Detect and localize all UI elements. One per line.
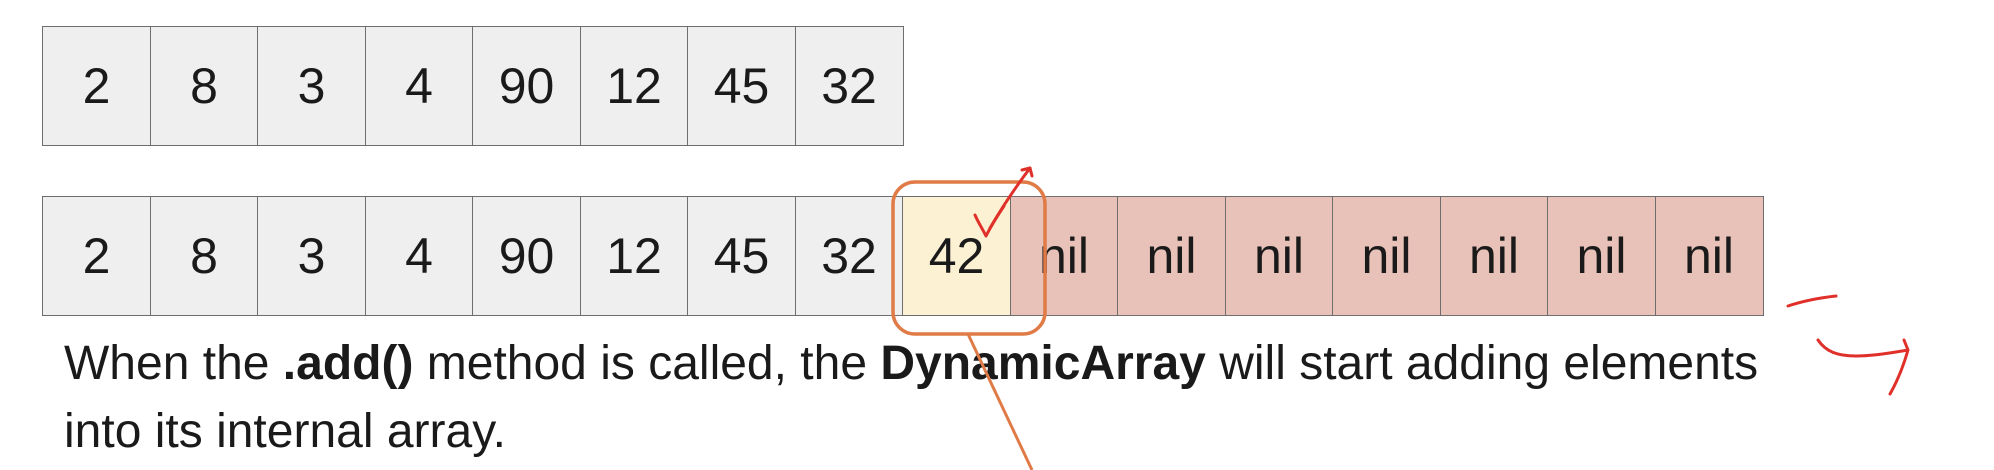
array-cell: 12 [579, 196, 689, 316]
caption-text: method is called, the [413, 337, 881, 390]
array-cell: 45 [687, 26, 796, 146]
caption-text: will start adding elements into its inte… [64, 337, 1759, 458]
nil-cell: nil [1332, 196, 1441, 316]
array-cell: 8 [149, 196, 259, 316]
nil-cell: nil [1117, 196, 1226, 316]
dash-mark [1786, 294, 1838, 308]
nil-cell: nil [1439, 196, 1549, 316]
added-cell: 42 [902, 196, 1011, 316]
original-array: 2 8 3 4 90 12 45 32 [42, 26, 904, 146]
array-cell: 32 [794, 196, 904, 316]
nil-cell: nil [1654, 196, 1764, 316]
nil-cell: nil [1009, 196, 1119, 316]
dynamic-array: 2 8 3 4 90 12 45 32 42 nil nil nil nil n… [42, 196, 1764, 316]
array-cell: 2 [42, 196, 151, 316]
caption: When the .add() method is called, the Dy… [64, 330, 1764, 466]
array-cell: 32 [794, 26, 904, 146]
array-cell: 3 [257, 196, 366, 316]
array-cell: 12 [579, 26, 689, 146]
array-cell: 45 [687, 196, 796, 316]
method-name: .add() [282, 337, 414, 390]
class-name: DynamicArray [880, 337, 1206, 390]
array-cell: 2 [42, 26, 151, 146]
array-cell: 8 [149, 26, 259, 146]
array-cell: 4 [364, 196, 474, 316]
array-cell: 4 [364, 26, 474, 146]
array-cell: 90 [472, 26, 581, 146]
curved-arrow [1816, 338, 1910, 396]
nil-cell: nil [1547, 196, 1656, 316]
nil-cell: nil [1224, 196, 1334, 316]
array-cell: 90 [472, 196, 581, 316]
caption-text: When the [64, 337, 283, 390]
array-cell: 3 [257, 26, 366, 146]
